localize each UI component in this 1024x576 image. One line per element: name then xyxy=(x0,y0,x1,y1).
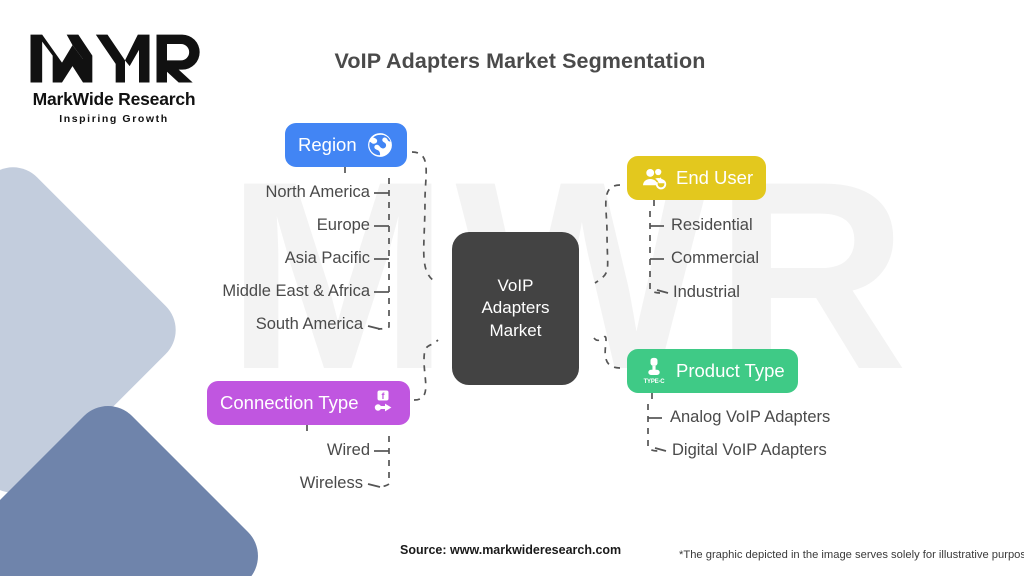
connector-plug-icon: f xyxy=(369,389,397,417)
branch-label-end-user: End User xyxy=(676,166,754,188)
globe-icon xyxy=(366,131,394,159)
users-icon xyxy=(640,164,668,192)
page-title: VoIP Adapters Market Segmentation xyxy=(334,49,706,73)
connector-connection-tick-2 xyxy=(367,483,381,488)
branch-pill-end-user[interactable]: End User xyxy=(627,156,767,200)
branch-pill-region[interactable]: Region xyxy=(285,123,407,167)
logo-company-name: MarkWide Research xyxy=(32,89,196,109)
leaf-product-type-2: Digital VoIP Adapters xyxy=(672,441,827,459)
mwr-monogram-icon xyxy=(30,34,200,83)
brand-logo: MarkWide Research Inspiring Growth xyxy=(24,30,204,125)
logo-tagline: Inspiring Growth xyxy=(59,113,169,125)
leaf-connection-type-1: Wired xyxy=(326,441,370,459)
center-node: VoIP Adapters Market xyxy=(452,232,579,385)
branch-pill-product-type[interactable]: TYPE-C Product Type xyxy=(627,349,798,393)
leaf-region-1: North America xyxy=(265,183,370,201)
branch-pill-connection-type[interactable]: Connection Type f xyxy=(207,381,410,425)
center-line-3: Market xyxy=(489,320,542,340)
leaf-connection-type-2: Wireless xyxy=(299,474,363,492)
usb-type-c-icon: TYPE-C xyxy=(640,357,668,385)
leaf-end-user-1: Residential xyxy=(671,216,753,234)
svg-text:f: f xyxy=(381,391,385,401)
leaf-region-4: Middle East & Africa xyxy=(222,282,370,300)
disclaimer-note: *The graphic depicted in the image serve… xyxy=(679,549,1024,561)
center-line-2: Adapters xyxy=(481,298,550,318)
branch-label-product-type: Product Type xyxy=(676,359,785,381)
leaf-region-5: South America xyxy=(255,315,363,333)
leaf-end-user-2: Commercial xyxy=(671,249,760,267)
connector-connection-spine xyxy=(377,436,390,488)
leaf-region-3: Asia Pacific xyxy=(284,249,370,267)
leaf-region-2: Europe xyxy=(316,216,370,234)
source-credit: Source: www.markwideresearch.com xyxy=(400,543,622,557)
center-line-1: VoIP xyxy=(497,275,534,295)
leaf-product-type-1: Analog VoIP Adapters xyxy=(670,408,831,426)
connector-product-tick-2 xyxy=(654,447,667,452)
branch-label-region: Region xyxy=(298,133,357,155)
branch-label-connection-type: Connection Type xyxy=(220,391,359,413)
usb-type-c-caption: TYPE-C xyxy=(643,379,665,385)
leaf-end-user-3: Industrial xyxy=(673,283,740,301)
